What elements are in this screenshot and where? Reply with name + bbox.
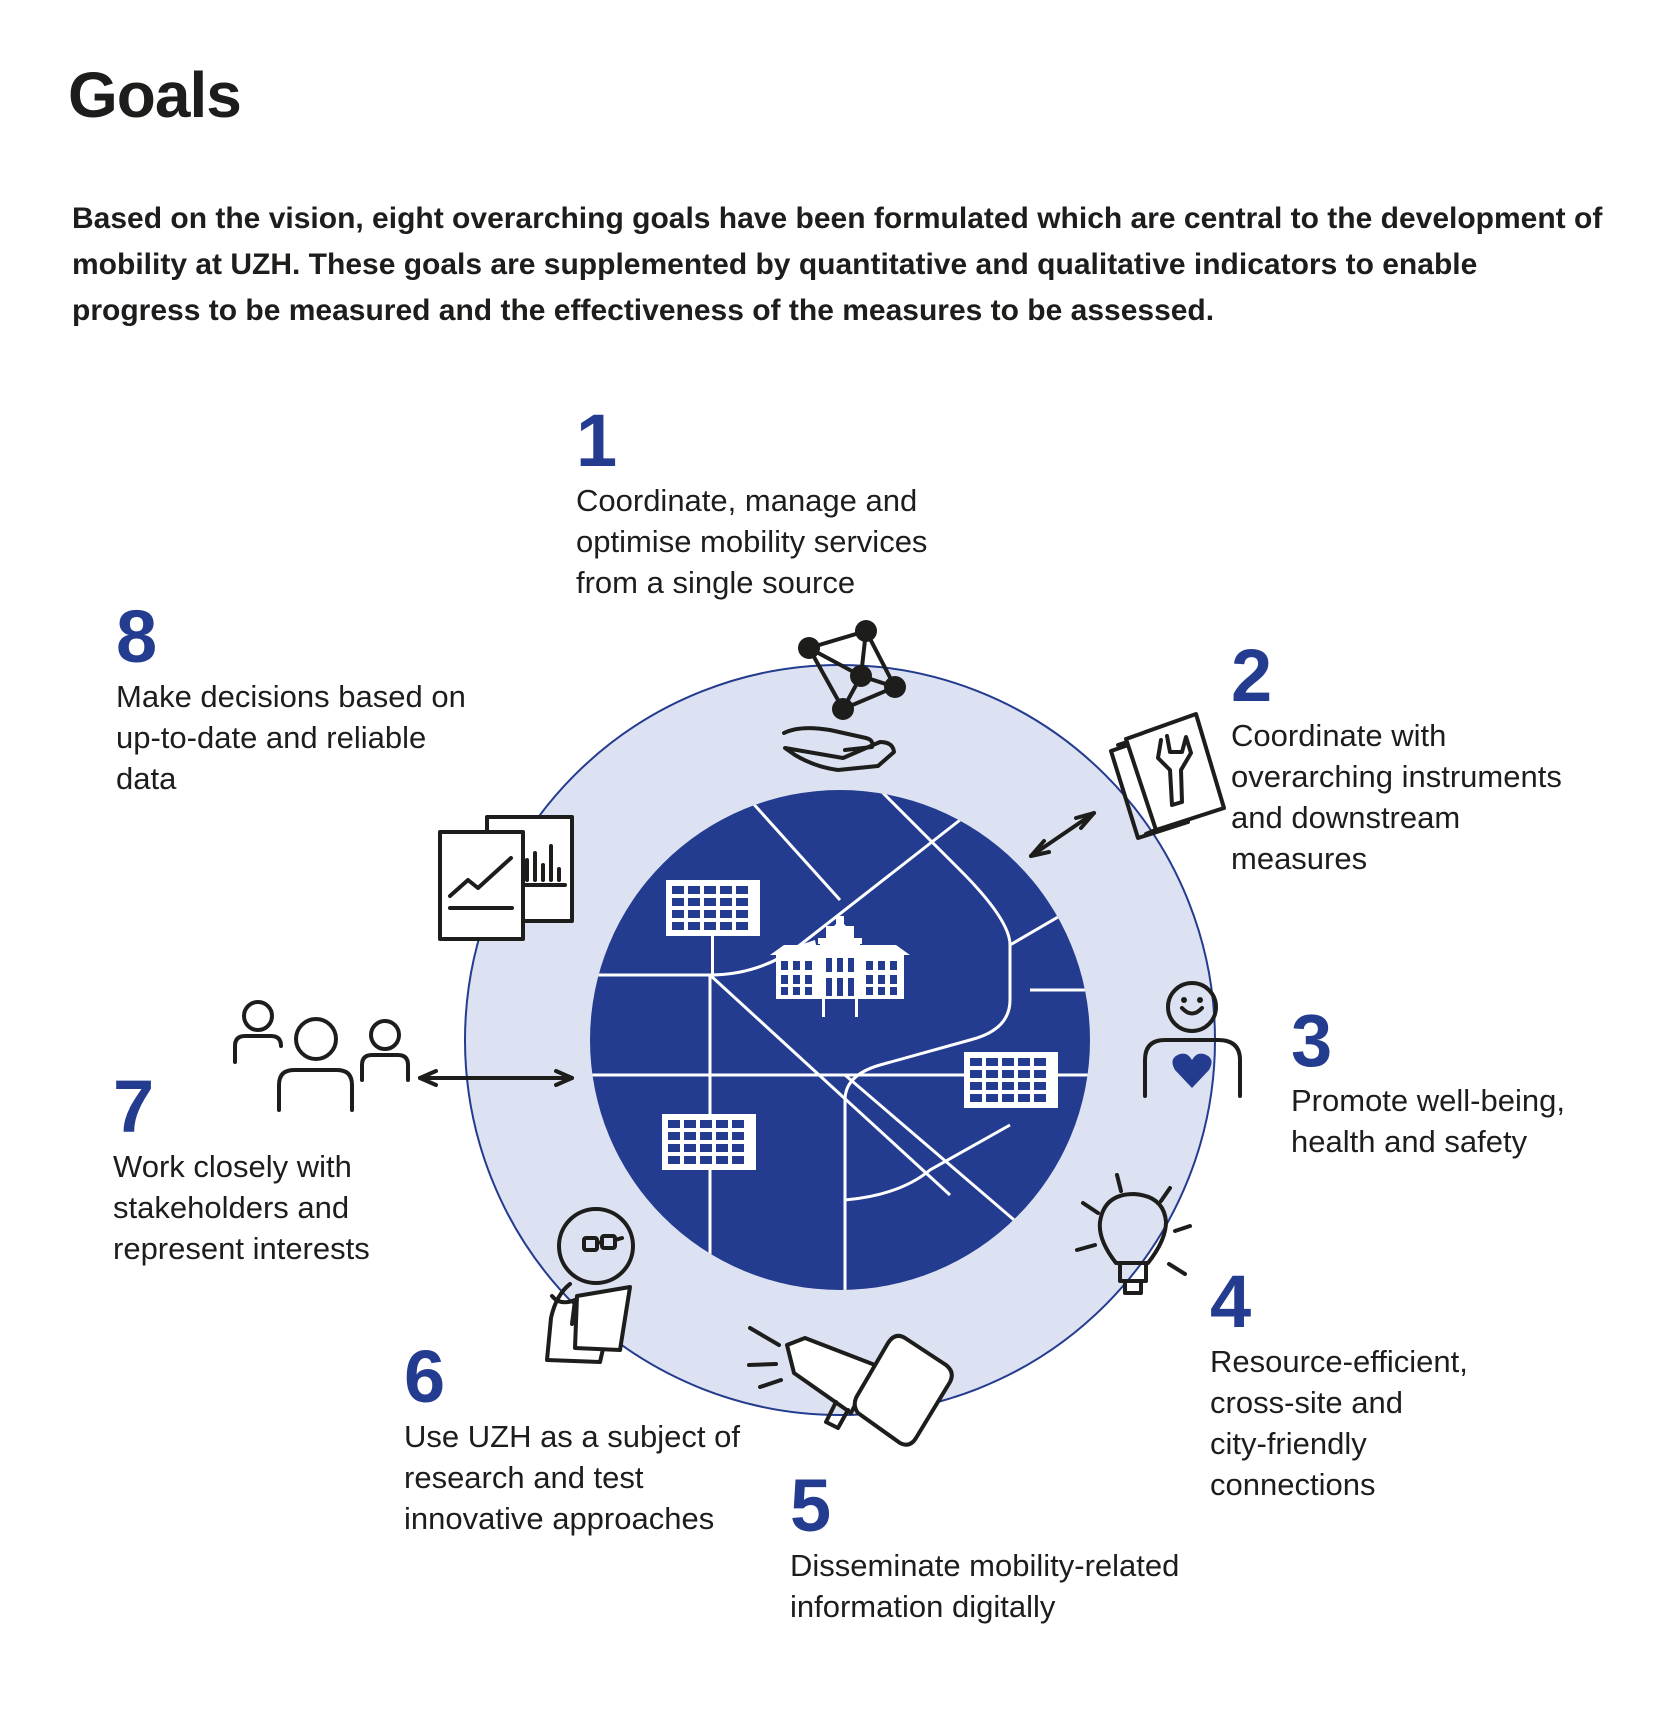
network-nodes [798, 620, 906, 720]
goal-number: 8 [116, 598, 158, 678]
goal-1: 1 Coordinate, manage and optimise mobili… [576, 402, 996, 602]
goal-8: 8 Make decisions based on up-to-date and… [116, 598, 516, 799]
goal-text: Work closely with stakeholders and repre… [113, 1149, 370, 1266]
university-main-building-icon [770, 916, 910, 1017]
goal-text: Use UZH as a subject of research and tes… [404, 1419, 740, 1536]
group-people-icon [233, 1000, 410, 1112]
goal-number: 2 [1231, 637, 1273, 717]
connector-arrow [1029, 811, 1096, 858]
goal-text: Promote well-being, health and safety [1291, 1083, 1565, 1159]
goal-2: 2 Coordinate with overarching instrument… [1231, 637, 1671, 879]
goal-4: 4 Resource-efficient, cross-site and cit… [1210, 1263, 1630, 1505]
building-icon [964, 1052, 1058, 1108]
goal-number: 1 [576, 402, 618, 482]
goal-3: 3 Promote well-being, health and safety [1291, 1002, 1671, 1162]
goal-text: Coordinate with overarching instruments … [1231, 718, 1562, 876]
data-charts-icon [438, 815, 574, 941]
goal-number: 6 [404, 1338, 446, 1418]
goal-5: 5 Disseminate mobility-related informati… [790, 1467, 1270, 1627]
researcher-icon [545, 1207, 635, 1364]
goal-6: 6 Use UZH as a subject of research and t… [404, 1338, 804, 1539]
goal-text: Make decisions based on up-to-date and r… [116, 679, 466, 796]
goal-text: Coordinate, manage and optimise mobility… [576, 483, 928, 600]
goal-number: 5 [790, 1467, 832, 1547]
campus-map [590, 790, 1090, 1290]
goal-number: 4 [1210, 1263, 1252, 1343]
megaphone-phone-icon [747, 1326, 954, 1447]
page-title: Goals [68, 59, 242, 131]
goal-number: 3 [1291, 1002, 1333, 1082]
goal-number: 7 [113, 1068, 155, 1148]
building-icon [666, 880, 760, 976]
intro-paragraph: Based on the vision, eight overarching g… [72, 202, 1603, 327]
light-bulb-icon [1075, 1173, 1192, 1295]
person-heart-icon [1143, 981, 1242, 1098]
building-icon [662, 1114, 756, 1170]
goal-7: 7 Work closely with stakeholders and rep… [113, 1068, 493, 1269]
goal-text: Resource-efficient, cross-site and city-… [1210, 1344, 1468, 1502]
goal-text: Disseminate mobility-related information… [790, 1548, 1180, 1624]
wrench-documents-icon [1109, 712, 1226, 840]
connector-arrow [418, 1069, 574, 1087]
